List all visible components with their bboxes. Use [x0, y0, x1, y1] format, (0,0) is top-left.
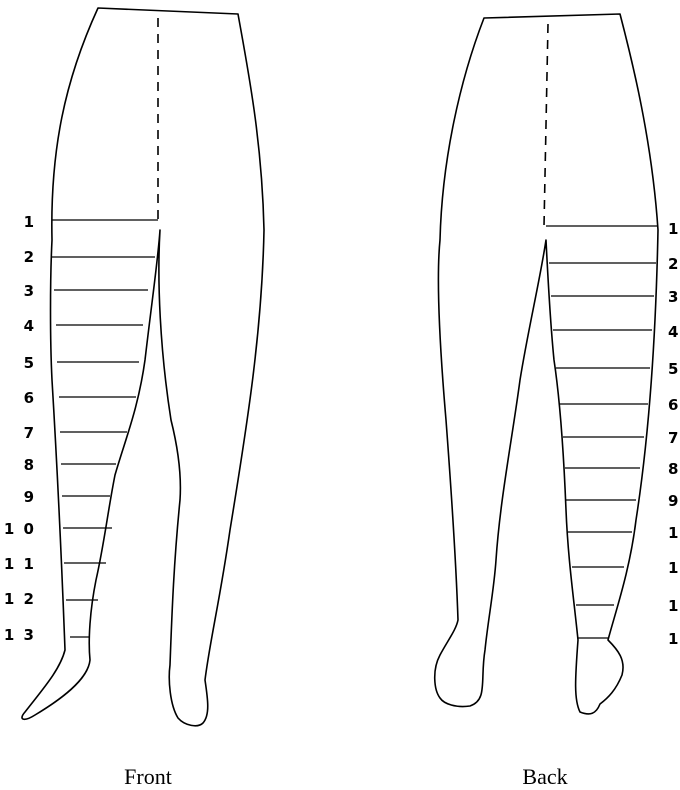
front-measure-number-7: 7: [24, 424, 36, 442]
back-measure-number-4: 4: [668, 323, 680, 341]
back-figure: 1 2 3 4 5 6 7 8 9 1 0 1 1 1 2 1 3 Back: [435, 14, 680, 789]
front-legs-outline: [22, 8, 264, 726]
back-measurement-numbers: 1 2 3 4 5 6 7 8 9 1 0 1 1 1 2 1 3: [668, 220, 680, 648]
front-caption: Front: [124, 764, 172, 789]
back-measure-number-9: 9: [668, 492, 680, 510]
front-measurement-numbers: 1 2 3 4 5 6 7 8 9 1 0 1 1 1 2 1 3: [4, 213, 36, 644]
back-legs-outline: [435, 14, 658, 714]
front-measure-number-3: 3: [24, 282, 36, 300]
back-caption: Back: [522, 764, 567, 789]
back-measure-number-2: 2: [668, 255, 680, 273]
back-measure-number-7: 7: [668, 429, 680, 447]
front-measure-number-8: 8: [24, 456, 36, 474]
front-measure-number-13: 1 3: [4, 626, 36, 644]
back-measurement-bands: [546, 226, 658, 638]
front-measure-number-9: 9: [24, 488, 36, 506]
back-measure-number-8: 8: [668, 460, 680, 478]
back-center-seam: [544, 24, 548, 226]
front-figure: 1 2 3 4 5 6 7 8 9 1 0 1 1 1 2 1 3 Front: [4, 8, 264, 789]
front-measure-number-11: 1 1: [4, 555, 36, 573]
back-measure-number-6: 6: [668, 396, 680, 414]
back-measure-number-13: 1 3: [668, 630, 680, 648]
front-measure-number-5: 5: [24, 354, 36, 372]
back-measure-number-11: 1 1: [668, 559, 680, 577]
front-measure-number-6: 6: [24, 389, 36, 407]
back-measure-number-12: 1 2: [668, 597, 680, 615]
back-measure-number-10: 1 0: [668, 524, 680, 542]
back-measure-number-5: 5: [668, 360, 680, 378]
front-measure-number-2: 2: [24, 248, 36, 266]
front-measure-number-12: 1 2: [4, 590, 36, 608]
front-measure-number-1: 1: [24, 213, 36, 231]
front-measurement-bands: [52, 220, 158, 637]
front-measure-number-4: 4: [24, 317, 36, 335]
back-measure-number-1: 1: [668, 220, 680, 238]
back-measure-number-3: 3: [668, 288, 680, 306]
front-measure-number-10: 1 0: [4, 520, 36, 538]
